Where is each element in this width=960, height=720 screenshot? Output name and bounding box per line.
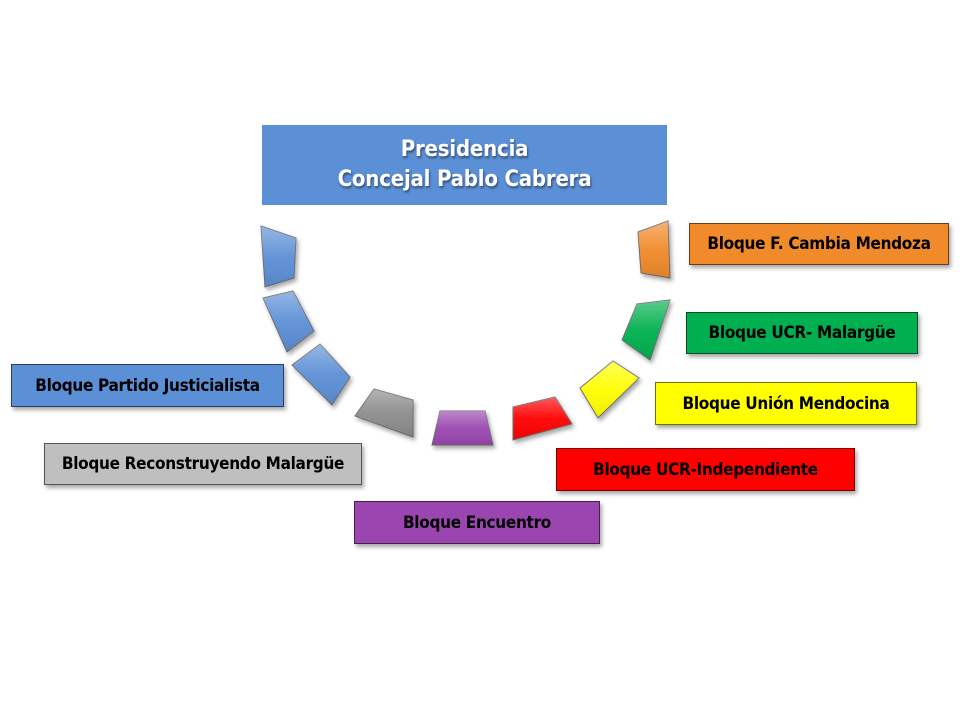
bloc-label-pj: Bloque Partido Justicialista — [11, 364, 284, 407]
seat-gloss-cambia-mendoza — [638, 221, 670, 278]
bloc-label-ucr-independiente: Bloque UCR-Independiente — [556, 448, 855, 491]
presidency-box: Presidencia Concejal Pablo Cabrera — [262, 125, 667, 205]
seat-gloss-pj-3 — [292, 344, 350, 405]
bloc-label-reconstruyendo: Bloque Reconstruyendo Malargüe — [44, 443, 362, 485]
bloc-label-ucr-malargue: Bloque UCR- Malargüe — [686, 312, 918, 354]
seat-gloss-layer — [261, 221, 670, 445]
seat-gloss-ucr-malargue — [622, 300, 670, 360]
bloc-label-encuentro: Bloque Encuentro — [354, 501, 600, 544]
seat-gloss-pj-2 — [263, 291, 314, 352]
seat-gloss-pj-1 — [261, 226, 296, 287]
seat-gloss-union-mendocina — [580, 361, 639, 418]
bloc-label-cambia-mendoza: Bloque F. Cambia Mendoza — [689, 223, 949, 265]
seat-gloss-ucr-independiente — [513, 397, 572, 440]
seat-gloss-encuentro — [432, 411, 493, 445]
seat-gloss-reconstruyendo — [355, 389, 413, 437]
presidency-name: Concejal Pablo Cabrera — [337, 167, 592, 192]
bloc-label-union-mendocina: Bloque Unión Mendocina — [655, 382, 917, 425]
presidency-title: Presidencia — [400, 137, 529, 162]
